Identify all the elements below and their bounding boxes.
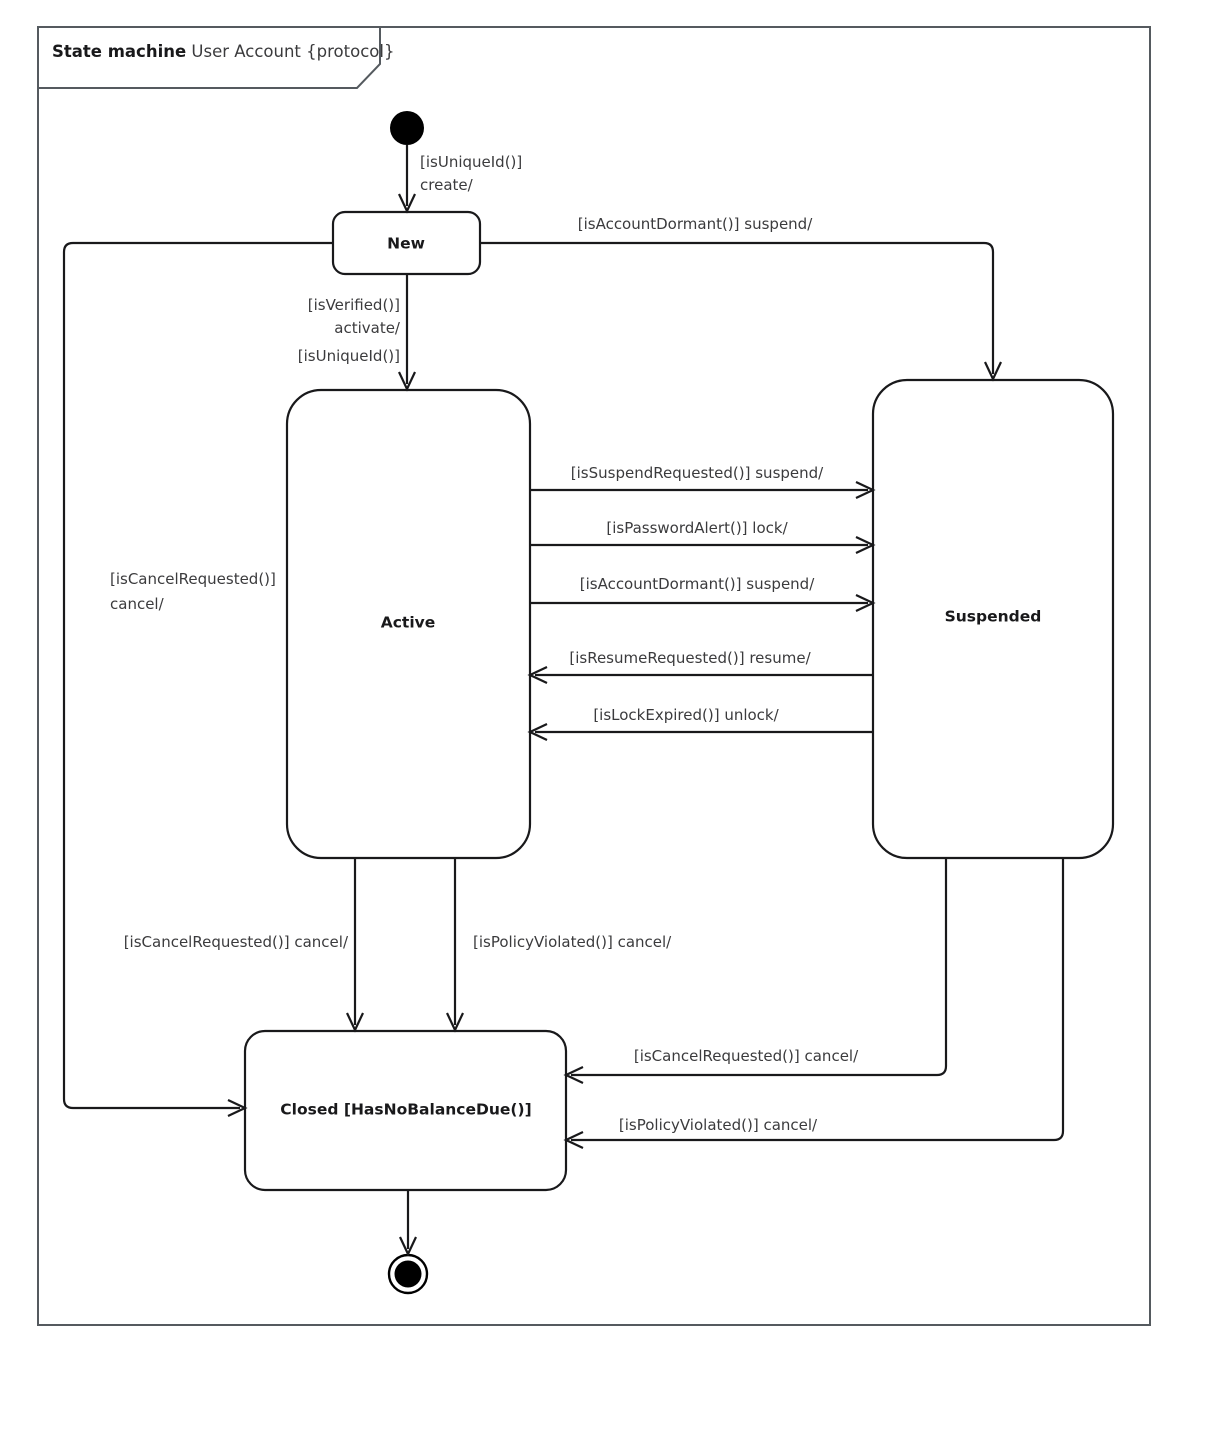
state-suspended-label: Suspended: [945, 608, 1042, 626]
transition-initial-to-new-label-2: create/: [420, 176, 474, 194]
header-tab-shape: [37, 26, 381, 89]
transition-active-to-closed-2-arrowhead: [446, 1012, 464, 1033]
transition-new-to-closed-label-2: cancel/: [110, 595, 165, 613]
transition-suspended-to-active-2-arrowhead: [527, 723, 548, 741]
transition-new-to-active-arrowhead: [398, 371, 416, 392]
transition-new-to-active-label-2: activate/: [334, 319, 401, 337]
state-suspended[interactable]: Suspended: [871, 378, 1115, 860]
frame-header-bold: State machine: [52, 42, 186, 61]
transition-initial-to-new-label-1: [isUniqueId()]: [420, 153, 522, 171]
state-closed-box: [243, 1029, 568, 1192]
transition-suspended-to-closed-2-line: [571, 858, 1065, 1142]
state-new[interactable]: New: [331, 210, 482, 276]
transition-active-to-suspended-1[interactable]: [isSuspendRequested()] suspend/: [530, 464, 876, 499]
transition-active-to-suspended-2[interactable]: [isPasswordAlert()] lock/: [530, 519, 876, 554]
transition-new-to-suspended-label: [isAccountDormant()] suspend/: [578, 215, 813, 233]
transition-active-to-closed-2[interactable]: [isPolicyViolated()] cancel/: [446, 858, 672, 1033]
frame-border-rect: [37, 26, 1151, 1326]
initial-pseudostate[interactable]: [390, 111, 424, 145]
transition-suspended-to-active-1-label: [isResumeRequested()] resume/: [569, 649, 811, 667]
transition-new-to-active-label-3: [isUniqueId()]: [298, 347, 400, 365]
transition-new-to-suspended-arrowhead: [984, 361, 1002, 382]
transition-initial-to-new[interactable]: [isUniqueId()] create/: [398, 145, 522, 214]
transition-closed-to-final-arrowhead: [399, 1236, 417, 1257]
state-active[interactable]: Active: [285, 388, 532, 860]
transition-active-to-closed-2-label: [isPolicyViolated()] cancel/: [473, 933, 672, 951]
transition-active-to-suspended-2-label: [isPasswordAlert()] lock/: [606, 519, 788, 537]
transition-new-to-closed-arrowhead: [227, 1099, 248, 1117]
diagram-frame: State machine User Account {protocol}: [37, 26, 1151, 1326]
transition-suspended-to-closed-1-line: [571, 858, 948, 1077]
transition-active-to-closed-1-label: [isCancelRequested()] cancel/: [124, 933, 349, 951]
transition-suspended-to-closed-1-label: [isCancelRequested()] cancel/: [634, 1047, 859, 1065]
transition-suspended-to-closed-2-arrowhead: [563, 1131, 584, 1149]
final-state[interactable]: [387, 1253, 429, 1295]
transition-active-to-suspended-3-label: [isAccountDormant()] suspend/: [580, 575, 815, 593]
transition-active-to-suspended-2-arrowhead: [855, 536, 876, 554]
transition-suspended-to-active-1-arrowhead: [527, 666, 548, 684]
transition-active-to-suspended-3[interactable]: [isAccountDormant()] suspend/: [530, 575, 876, 612]
transition-new-to-closed-line: [62, 241, 333, 1110]
final-state-center: [394, 1260, 422, 1288]
transition-active-to-suspended-1-arrowhead: [855, 481, 876, 499]
transition-suspended-to-closed-1[interactable]: [isCancelRequested()] cancel/: [563, 858, 948, 1084]
initial-pseudostate-circle: [390, 111, 424, 145]
transition-new-to-closed-label-1: [isCancelRequested()]: [110, 570, 276, 588]
frame-header: State machine User Account {protocol}: [52, 42, 394, 61]
state-closed-label: Closed [HasNoBalanceDue()]: [280, 1101, 531, 1119]
state-active-box: [285, 388, 532, 860]
frame-header-plain: User Account {protocol}: [186, 42, 394, 61]
transition-new-to-closed[interactable]: [isCancelRequested()] cancel/: [62, 241, 333, 1117]
transition-initial-to-new-arrowhead: [398, 193, 416, 214]
transition-suspended-to-closed-2[interactable]: [isPolicyViolated()] cancel/: [563, 858, 1065, 1149]
transition-suspended-to-active-2-label: [isLockExpired()] unlock/: [593, 706, 779, 724]
transition-suspended-to-active-1[interactable]: [isResumeRequested()] resume/: [527, 649, 873, 684]
transition-suspended-to-active-2[interactable]: [isLockExpired()] unlock/: [527, 706, 873, 741]
state-closed[interactable]: Closed [HasNoBalanceDue()]: [243, 1029, 568, 1192]
transition-closed-to-final[interactable]: [399, 1190, 417, 1257]
state-new-label: New: [387, 235, 425, 253]
transition-active-to-closed-1[interactable]: [isCancelRequested()] cancel/: [124, 858, 364, 1033]
transition-active-to-suspended-3-arrowhead: [855, 594, 876, 612]
transition-new-to-active[interactable]: [isVerified()] activate/ [isUniqueId()]: [298, 274, 416, 392]
transition-active-to-suspended-1-label: [isSuspendRequested()] suspend/: [571, 464, 824, 482]
transition-new-to-suspended[interactable]: [isAccountDormant()] suspend/: [480, 215, 1002, 382]
state-active-label: Active: [381, 614, 436, 632]
transition-new-to-active-label-1: [isVerified()]: [308, 296, 400, 314]
transition-new-to-suspended-line: [480, 241, 995, 374]
transition-suspended-to-closed-2-label: [isPolicyViolated()] cancel/: [619, 1116, 818, 1134]
transition-suspended-to-closed-1-arrowhead: [563, 1066, 584, 1084]
transition-active-to-closed-1-arrowhead: [346, 1012, 364, 1033]
